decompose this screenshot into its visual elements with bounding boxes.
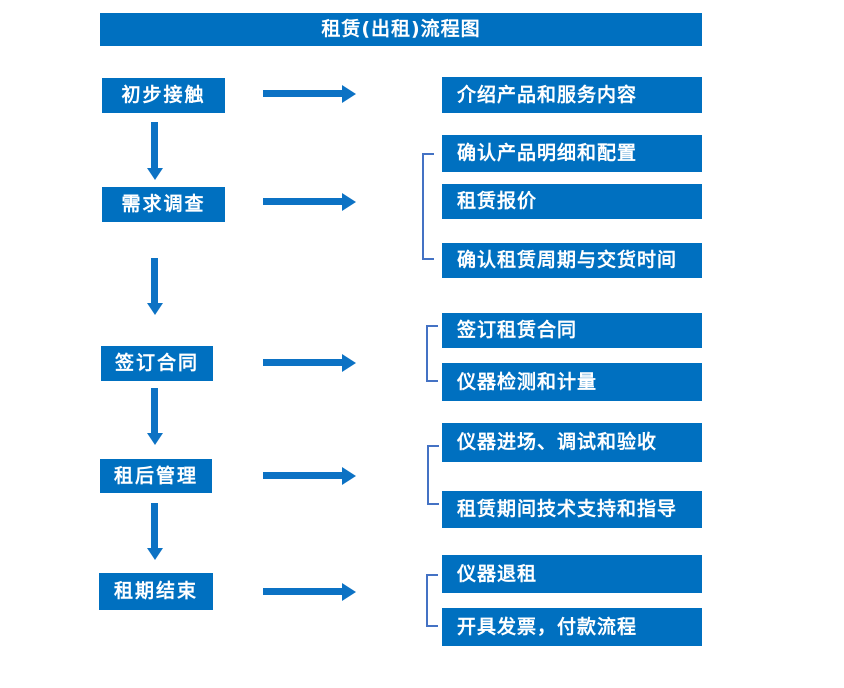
output-box-confirm-product-details: 确认产品明细和配置 [442,135,702,172]
group-bracket-lease-end [426,574,438,627]
stage-box-initial-contact: 初步接触 [102,78,225,113]
stage-box-demand-survey: 需求调查 [102,187,225,222]
output-box-rental-quote: 租赁报价 [442,184,702,219]
flow-arrow-down-3-icon [151,388,158,433]
flow-arrow-right-2-icon [263,198,342,205]
output-box-invoice-payment: 开具发票，付款流程 [442,608,702,646]
output-box-instrument-setup-acceptance: 仪器进场、调试和验收 [442,423,702,462]
group-bracket-sign-contract [426,325,438,382]
group-bracket-post-lease [427,445,439,505]
output-box-intro-products: 介绍产品和服务内容 [442,77,702,113]
output-box-tech-support: 租赁期间技术支持和指导 [442,491,702,528]
flow-arrow-down-1-icon [151,122,158,168]
stage-box-post-lease-management: 租后管理 [100,459,212,493]
output-box-confirm-period-delivery: 确认租赁周期与交货时间 [442,243,702,278]
group-bracket-demand-survey [422,153,434,260]
flow-arrow-down-4-icon [151,503,158,548]
flow-arrow-right-1-icon [263,90,342,97]
output-box-instrument-return: 仪器退租 [442,555,702,593]
flow-arrow-right-5-icon [263,588,342,595]
output-box-sign-lease-contract: 签订租赁合同 [442,313,702,348]
stage-box-lease-end: 租期结束 [99,573,213,610]
flow-arrow-down-2-icon [151,258,158,303]
flowchart-title: 租赁(出租)流程图 [100,13,702,46]
stage-box-sign-contract: 签订合同 [101,346,213,381]
output-box-instrument-testing: 仪器检测和计量 [442,363,702,401]
flow-arrow-right-4-icon [263,472,342,479]
flow-arrow-right-3-icon [263,359,342,366]
